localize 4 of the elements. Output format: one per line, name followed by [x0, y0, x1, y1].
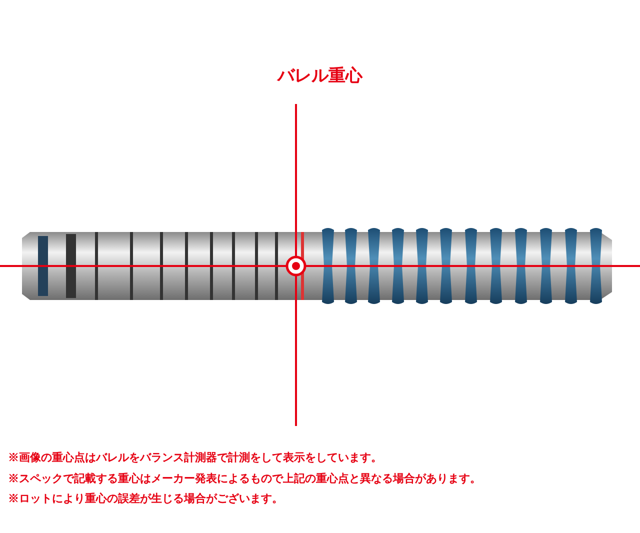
note: ※ロットにより重心の誤差が生じる場合がございます。	[8, 491, 283, 507]
title: バレル重心	[278, 65, 362, 88]
note: ※画像の重心点はバレルをバランス計測器で計測をして表示をしています。	[8, 450, 382, 466]
note: ※スペックで記載する重心はメーカー発表によるもので上記の重心点と異なる場合があります。	[8, 470, 481, 486]
